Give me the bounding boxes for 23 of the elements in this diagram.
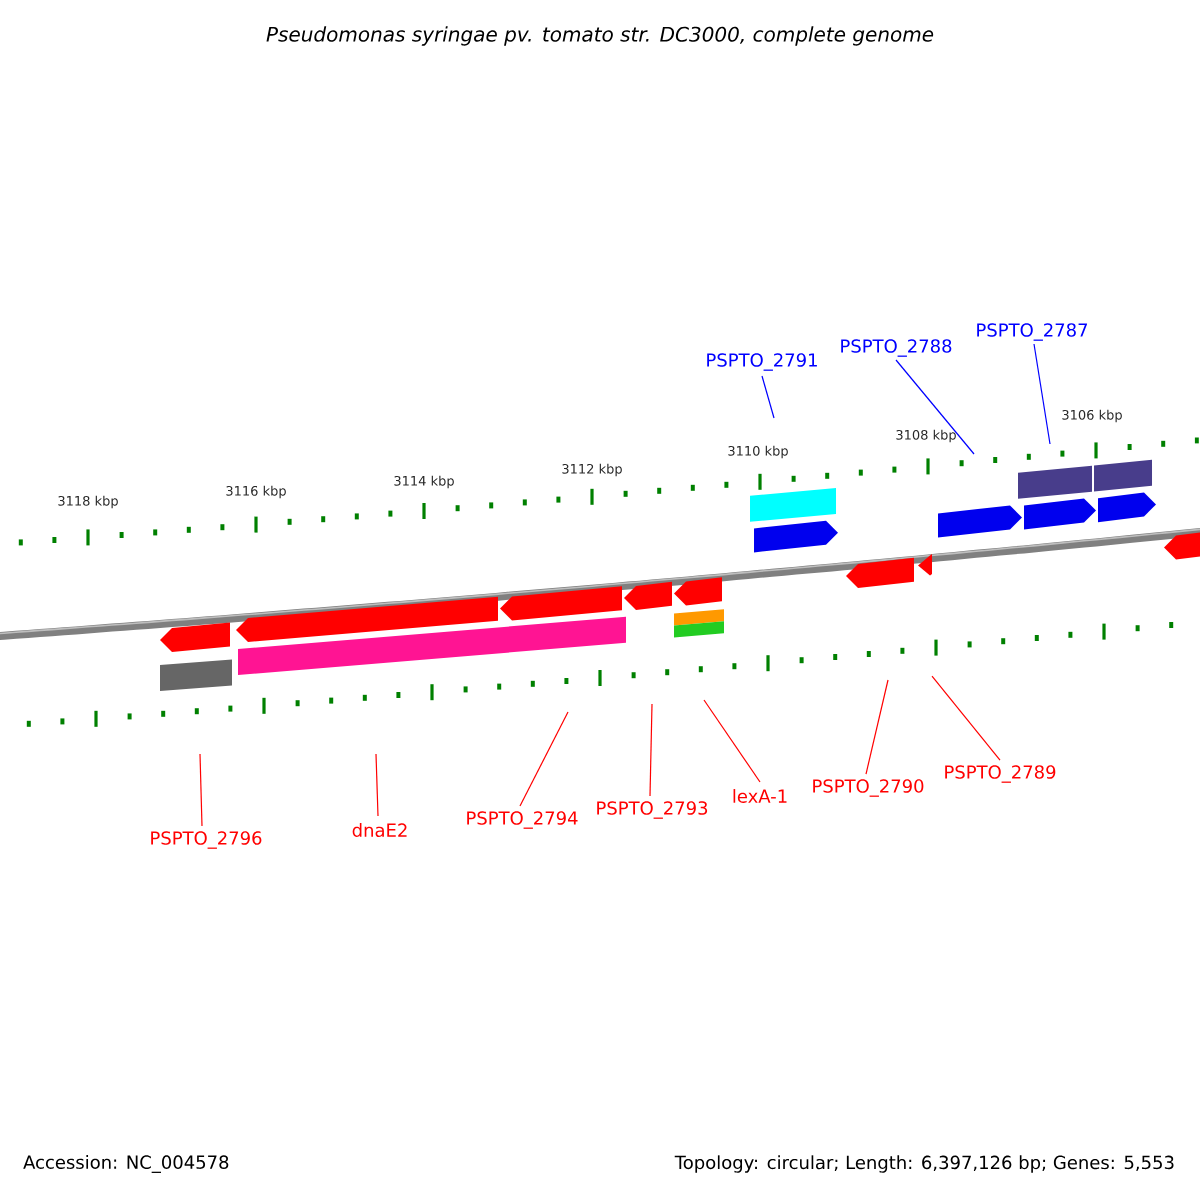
- gene-label: PSPTO_2789: [945, 765, 1056, 783]
- leader-line: [931, 675, 1001, 761]
- gene-label: PSPTO_2793: [597, 801, 708, 819]
- gene-label: lexA-1: [733, 789, 787, 803]
- gene-label: dnaE2: [352, 823, 407, 837]
- footer-text: Accession: NC_004578: [23, 1155, 229, 1173]
- leader-line: [865, 679, 889, 775]
- gene-label: PSPTO_2788: [841, 339, 952, 357]
- gene-label: PSPTO_2791: [707, 353, 817, 371]
- leader-line: [761, 375, 775, 419]
- leader-line: [895, 359, 975, 455]
- leader-line: [199, 753, 203, 827]
- leader-line: [649, 703, 653, 797]
- leader-line: [519, 711, 569, 807]
- gene-label: PSPTO_2796: [151, 831, 262, 849]
- gene-label: PSPTO_2794: [467, 811, 578, 829]
- gene-label: PSPTO_2790: [813, 779, 924, 797]
- gene-label: PSPTO_2787: [977, 323, 1087, 341]
- leader-line: [375, 753, 379, 817]
- leader-line: [703, 699, 761, 783]
- title: Pseudomonas syringae pv. tomato str. DC3000, complete genome: [266, 26, 934, 46]
- leader-line: [1033, 343, 1051, 445]
- footer-text: Topology: circular; Length: 6,397,126 bp; Genes: 5,553: [674, 1155, 1174, 1173]
